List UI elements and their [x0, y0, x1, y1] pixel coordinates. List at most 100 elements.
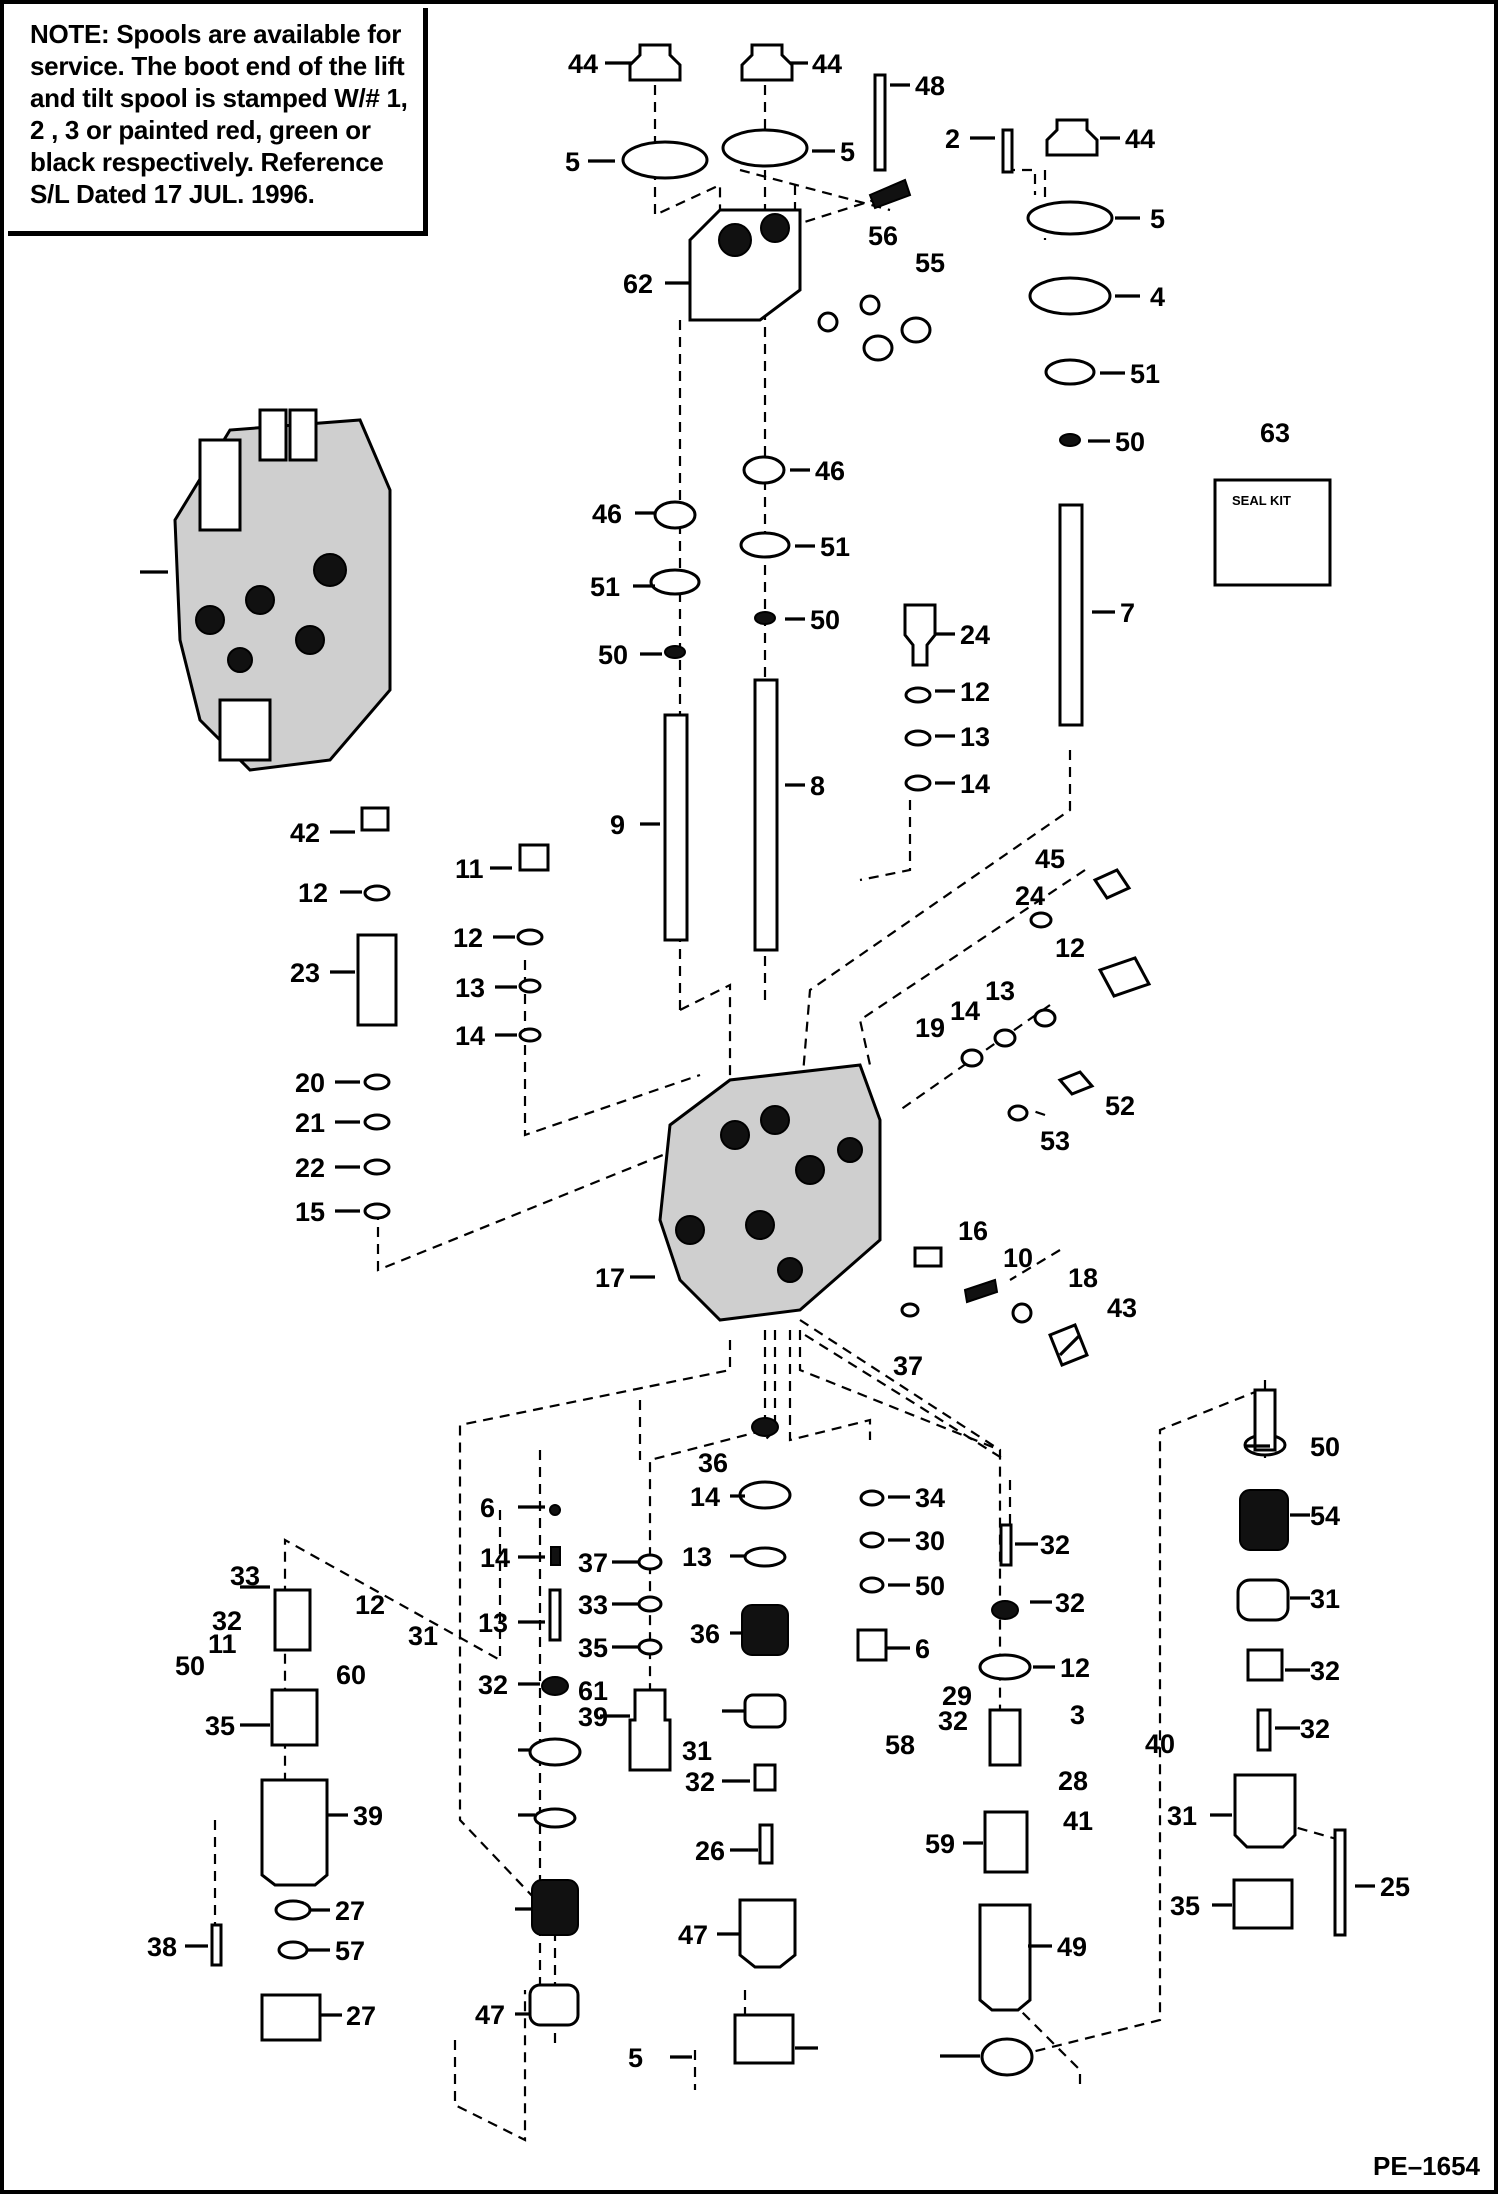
label: 21	[295, 1108, 325, 1138]
label: 12	[1060, 1653, 1090, 1683]
label: 43	[1107, 1293, 1137, 1323]
label: 11	[455, 854, 484, 884]
note-text: Spools are available for service. The bo…	[30, 19, 408, 209]
label: 32	[1300, 1714, 1330, 1744]
fitting-44-b	[740, 43, 794, 82]
label: 27	[335, 1896, 365, 1926]
label: 51	[1130, 359, 1160, 389]
note-heading: NOTE:	[30, 19, 110, 49]
label: 5	[628, 2043, 643, 2073]
label: 34	[915, 1483, 945, 1513]
label: 2	[945, 124, 960, 154]
label: 13	[960, 722, 990, 752]
label: 31	[682, 1736, 712, 1766]
label: 51	[820, 532, 850, 562]
label: 39	[353, 1801, 383, 1831]
label: 51	[590, 572, 620, 602]
label: 32	[685, 1767, 715, 1797]
fitting-44-a	[628, 43, 682, 82]
label: 14	[950, 996, 980, 1026]
label: 12	[960, 677, 990, 707]
label: 50	[915, 1571, 945, 1601]
label: 32	[1040, 1530, 1070, 1560]
label: 22	[295, 1153, 325, 1183]
label: 53	[1040, 1126, 1070, 1156]
label: 16	[958, 1216, 988, 1246]
label: 9	[610, 810, 625, 840]
label: 5	[840, 137, 855, 167]
label: 19	[915, 1013, 945, 1043]
label: 32	[1055, 1588, 1085, 1618]
label: 29	[942, 1681, 972, 1711]
label: 14	[455, 1021, 485, 1051]
label: 3	[1070, 1700, 1085, 1730]
label: 56	[868, 221, 898, 251]
label: 37	[893, 1351, 923, 1381]
label: 28	[1058, 1766, 1088, 1796]
figure-id: PE–1654	[1373, 2151, 1480, 2181]
label: 8	[810, 771, 825, 801]
label: 7	[1120, 598, 1135, 628]
label: 49	[1057, 1932, 1087, 1962]
label: 42	[290, 818, 320, 848]
label: 32	[212, 1606, 242, 1636]
label: 52	[1105, 1091, 1135, 1121]
label: 37	[578, 1548, 608, 1578]
callout-labels: 44 44 48 5 5 2 44 56 5 62 55 4 51 63 50 …	[147, 49, 1410, 2073]
label: 32	[1310, 1656, 1340, 1686]
label: 13	[478, 1608, 508, 1638]
label: 41	[1063, 1806, 1093, 1836]
label: 27	[346, 2001, 376, 2031]
label: 24	[1015, 881, 1045, 911]
label: 61	[578, 1676, 608, 1706]
label: 12	[355, 1590, 385, 1620]
label: 35	[205, 1711, 235, 1741]
label: 10	[1003, 1243, 1033, 1273]
label: 23	[290, 958, 320, 988]
label: 50	[810, 605, 840, 635]
label: 18	[1068, 1263, 1098, 1293]
label: 12	[298, 878, 328, 908]
label: 31	[1167, 1801, 1197, 1831]
label: 30	[915, 1526, 945, 1556]
label: 62	[623, 269, 653, 299]
label: 47	[678, 1920, 708, 1950]
label: 35	[578, 1633, 608, 1663]
part-shapes	[173, 43, 1347, 2077]
label: 24	[960, 620, 990, 650]
label: 35	[1170, 1891, 1200, 1921]
label: 13	[455, 973, 485, 1003]
label: 36	[698, 1448, 728, 1478]
label: 48	[915, 71, 945, 101]
label: 4	[1150, 282, 1165, 312]
label: 60	[336, 1660, 366, 1690]
label: 36	[690, 1619, 720, 1649]
label: 5	[565, 147, 580, 177]
label: 12	[1055, 933, 1085, 963]
label: 12	[453, 923, 483, 953]
label: 44	[1125, 124, 1155, 154]
label: 38	[147, 1932, 177, 1962]
label: 54	[1310, 1501, 1340, 1531]
label: 59	[925, 1829, 955, 1859]
label: 57	[335, 1936, 365, 1966]
label: 46	[592, 499, 622, 529]
label: 33	[230, 1561, 260, 1591]
seal-kit-label: SEAL KIT	[1232, 493, 1291, 508]
label: 44	[568, 49, 598, 79]
label: 11	[208, 1629, 237, 1659]
label: 58	[885, 1730, 915, 1760]
label: 20	[295, 1068, 325, 1098]
label: 6	[915, 1634, 930, 1664]
label: 26	[695, 1836, 725, 1866]
label: 17	[595, 1263, 625, 1293]
label: 32	[478, 1670, 508, 1700]
label: 45	[1035, 844, 1065, 874]
label: 31	[408, 1621, 438, 1651]
label: 32	[938, 1706, 968, 1736]
label: 46	[815, 456, 845, 486]
label: 40	[1145, 1729, 1175, 1759]
label: 39	[578, 1702, 608, 1732]
